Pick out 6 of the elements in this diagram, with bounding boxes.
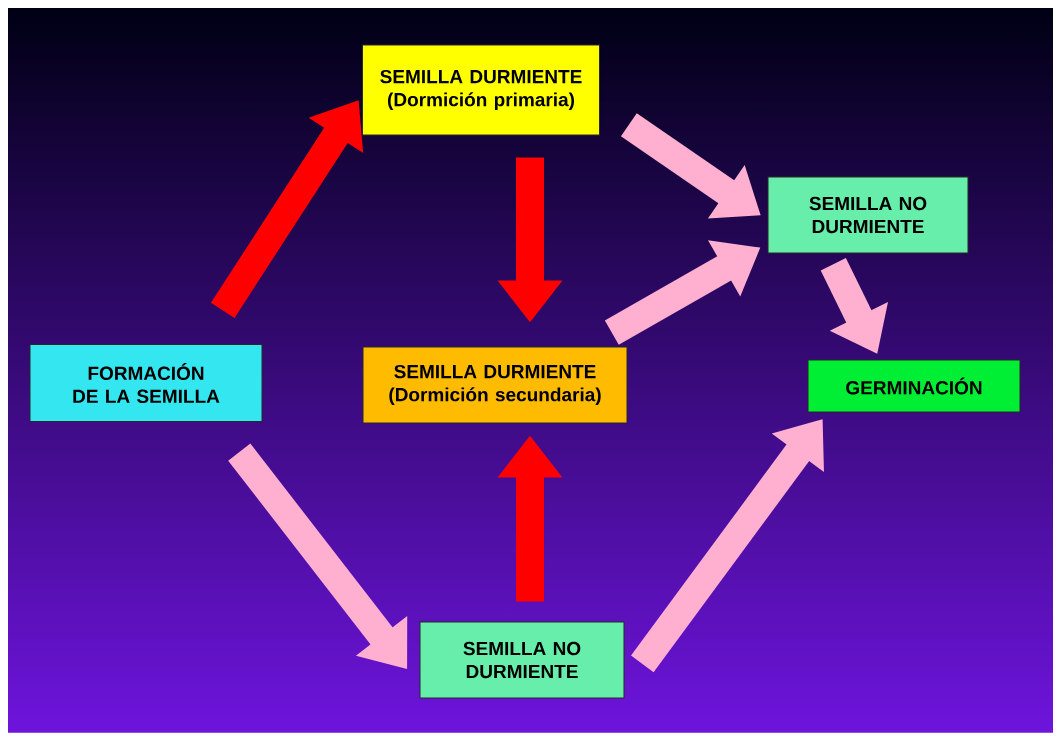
label-box: GERMINACIÓN	[807, 359, 1021, 413]
label-box: SEMILLA NO DURMIENTE	[419, 621, 625, 699]
label-box: FORMACIÓN DE LA SEMILLA	[29, 344, 263, 422]
label-box: SEMILLA NO DURMIENTE	[767, 176, 969, 254]
label-box: SEMILLA DURMIENTE (Dormición primaria)	[362, 44, 600, 136]
label-box: SEMILLA DURMIENTE (Dormición secundaria)	[362, 346, 628, 424]
